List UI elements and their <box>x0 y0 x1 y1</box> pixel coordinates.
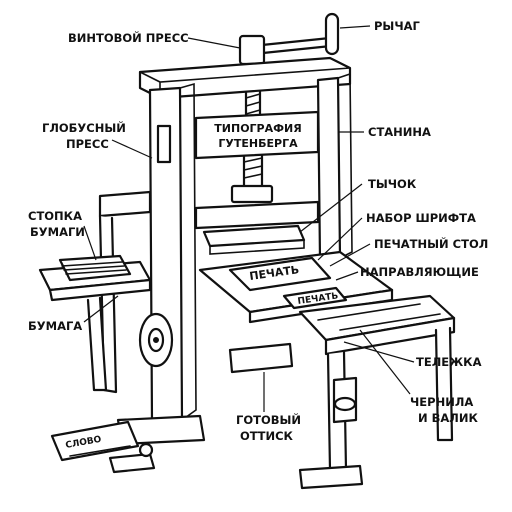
platen-illustration <box>204 226 304 254</box>
label-paper: БУМАГА <box>28 319 82 333</box>
lever-illustration <box>262 14 338 54</box>
label-ink-roller-2: И ВАЛИК <box>418 411 478 425</box>
label-type-set: НАБОР ШРИФТА <box>366 211 476 225</box>
label-print-bed: ПЕЧАТНЫЙ СТОЛ <box>374 236 488 251</box>
label-screw-press: ВИНТОВОЙ ПРЕСС <box>68 30 189 45</box>
carriage-illustration <box>300 296 454 488</box>
label-paper-stack-1: СТОПКА <box>28 209 82 223</box>
label-paper-stack-2: БУМАГИ <box>30 225 85 239</box>
label-platen: ТЫЧОК <box>368 177 417 191</box>
label-finished-print-1: ГОТОВЫЙ <box>236 412 301 427</box>
sign-line1: ТИПОГРАФИЯ <box>214 122 301 135</box>
label-globe-press-2: ПРЕСС <box>66 137 109 151</box>
label-lever: РЫЧАГ <box>374 19 421 33</box>
label-ink-roller-1: ЧЕРНИЛА <box>410 395 473 409</box>
globe-wheel-illustration <box>140 314 172 366</box>
label-frame: СТАНИНА <box>368 125 431 139</box>
frame-illustration <box>118 58 352 444</box>
sign-line2: ГУТЕНБЕРГА <box>218 137 298 150</box>
label-rails: НАПРАВЛЯЮЩИЕ <box>360 265 479 279</box>
label-globe-press-1: ГЛОБУСНЫЙ <box>42 120 126 135</box>
label-carriage: ТЕЛЕЖКА <box>416 355 482 369</box>
label-finished-print-2: ОТТИСК <box>240 429 294 443</box>
